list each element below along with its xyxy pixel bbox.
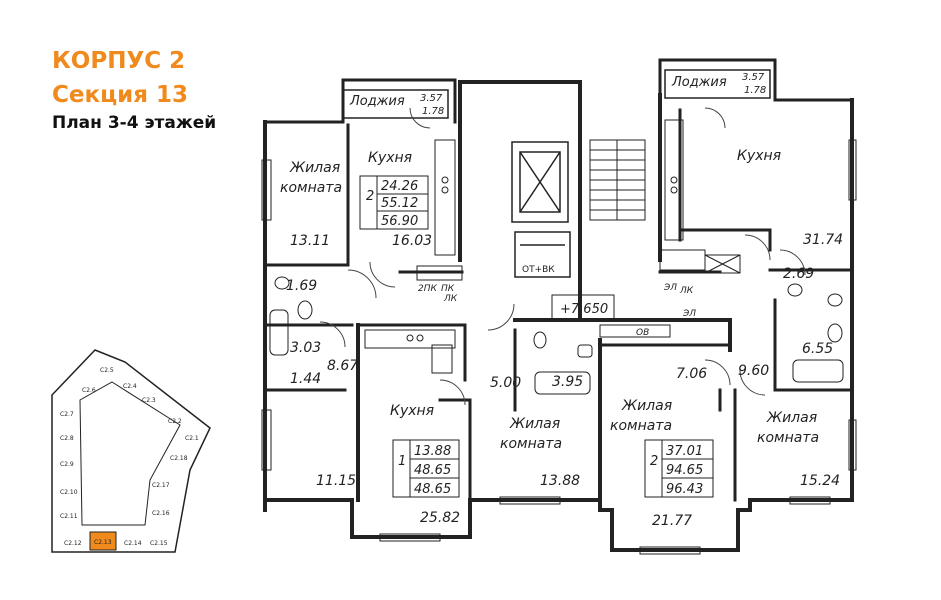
building-title: КОРПУС 2 — [52, 48, 186, 74]
area-value: 6.55 — [802, 341, 833, 357]
apartment-rooms: 2 — [366, 189, 374, 204]
apartment-living: 13.88 — [414, 444, 451, 459]
doors — [319, 107, 806, 406]
room-area: 15.24 — [800, 473, 840, 489]
area-value: 3.03 — [290, 340, 321, 356]
apartment-total: 48.65 — [414, 463, 451, 478]
room-name-2: комната — [757, 430, 819, 446]
minimap-section: С2.3 — [142, 397, 156, 404]
shaft-label: ЭЛ — [663, 283, 677, 293]
floor-plan-title: План 3-4 этажей — [52, 113, 217, 133]
room-name-2: комната — [610, 418, 672, 434]
utility-shafts — [416, 249, 741, 338]
shaft-label: ПК — [441, 284, 455, 294]
minimap-section: С2.15 — [150, 540, 168, 547]
shaft-label: 2ПК — [418, 284, 437, 294]
minimap-section: С2.13 — [94, 539, 112, 546]
room-name-2: комната — [280, 180, 342, 196]
loggia-right-dim-top: 3.57 — [742, 72, 765, 83]
minimap-section: С2.7 — [60, 411, 74, 418]
section-title: Секция 13 — [52, 82, 189, 108]
active-section-highlight — [89, 531, 117, 551]
room-area: 13.88 — [540, 473, 580, 489]
minimap-section: С2.9 — [60, 461, 74, 468]
minimap-section: С2.18 — [170, 455, 188, 462]
room-area: 13.11 — [290, 233, 330, 249]
minimap-section: С2.17 — [152, 482, 170, 489]
loggia-right-dim-bottom: 1.78 — [744, 85, 766, 96]
minimap-section: С2.12 — [64, 540, 82, 547]
loggia-frames — [342, 69, 771, 119]
room-area: 25.82 — [420, 510, 460, 526]
area-value: 11.15 — [316, 473, 356, 489]
apartment-rooms: 2 — [650, 454, 658, 469]
elevator-shaft — [511, 141, 571, 278]
room-area: 16.03 — [392, 233, 432, 249]
apartment-living: 24.26 — [381, 179, 418, 194]
apartment-total: 94.65 — [666, 463, 703, 478]
loggia-left-dim-top: 3.57 — [420, 93, 443, 104]
area-value: 5.00 — [490, 375, 521, 391]
elevation-mark: +7.650 — [560, 302, 608, 317]
minimap-section: С2.16 — [152, 510, 170, 517]
shaft-label: ЭЛ — [682, 309, 696, 319]
apartment-total: 55.12 — [381, 196, 418, 211]
apartment-total-loggia: 56.90 — [381, 214, 418, 229]
loggia-left-label: Лоджия — [349, 94, 405, 109]
staircase — [589, 139, 646, 221]
minimap-section: С2.2 — [168, 418, 182, 425]
minimap-section: С2.5 — [100, 367, 114, 374]
room-area: 21.77 — [652, 513, 692, 529]
shaft-label: ЛК — [443, 294, 458, 304]
minimap-section: С2.11 — [60, 513, 78, 520]
area-value: 1.69 — [286, 278, 317, 294]
area-value: 8.67 — [327, 358, 358, 374]
area-value: 9.60 — [738, 363, 769, 379]
room-area: 31.74 — [803, 232, 843, 248]
area-value: 7.06 — [676, 366, 707, 382]
room-name: Кухня — [390, 403, 434, 419]
room-name: Кухня — [368, 150, 412, 166]
minimap-section: С2.6 — [82, 387, 96, 394]
walls — [263, 58, 854, 552]
apartment-total-loggia: 96.43 — [666, 482, 703, 497]
section-minimap: С2.1 С2.2 С2.3 С2.4 С2.5 С2.6 С2.7 С2.8 … — [51, 349, 211, 553]
minimap-section: С2.10 — [60, 489, 78, 496]
area-value: 1.44 — [290, 371, 321, 387]
area-value: 3.95 — [552, 374, 583, 390]
apartment-info-boxes — [359, 175, 714, 498]
apartment-rooms: 1 — [398, 454, 406, 469]
minimap-section: С2.14 — [124, 540, 142, 547]
room-name: Жилая — [509, 416, 560, 432]
room-name: Жилая — [289, 160, 340, 176]
apartment-living: 37.01 — [666, 444, 703, 459]
minimap-section: С2.8 — [60, 435, 74, 442]
room-name: Жилая — [621, 398, 672, 414]
shaft-label: ОТ+ВК — [522, 265, 555, 275]
sanitary-fixtures — [269, 276, 844, 395]
apartment-total-loggia: 48.65 — [414, 482, 451, 497]
minimap-section: С2.1 — [185, 435, 199, 442]
windows — [261, 139, 857, 555]
shaft-label: ЛК — [679, 286, 694, 296]
room-name: Кухня — [737, 148, 781, 164]
loggia-right-label: Лоджия — [671, 75, 727, 90]
minimap-section: С2.4 — [123, 383, 137, 390]
room-name: Жилая — [766, 410, 817, 426]
area-value: 2.69 — [783, 266, 814, 282]
shaft-label: ОВ — [636, 328, 649, 338]
loggia-left-dim-bottom: 1.78 — [422, 106, 444, 117]
room-name-2: комната — [500, 436, 562, 452]
kitchen-counters — [364, 119, 684, 374]
